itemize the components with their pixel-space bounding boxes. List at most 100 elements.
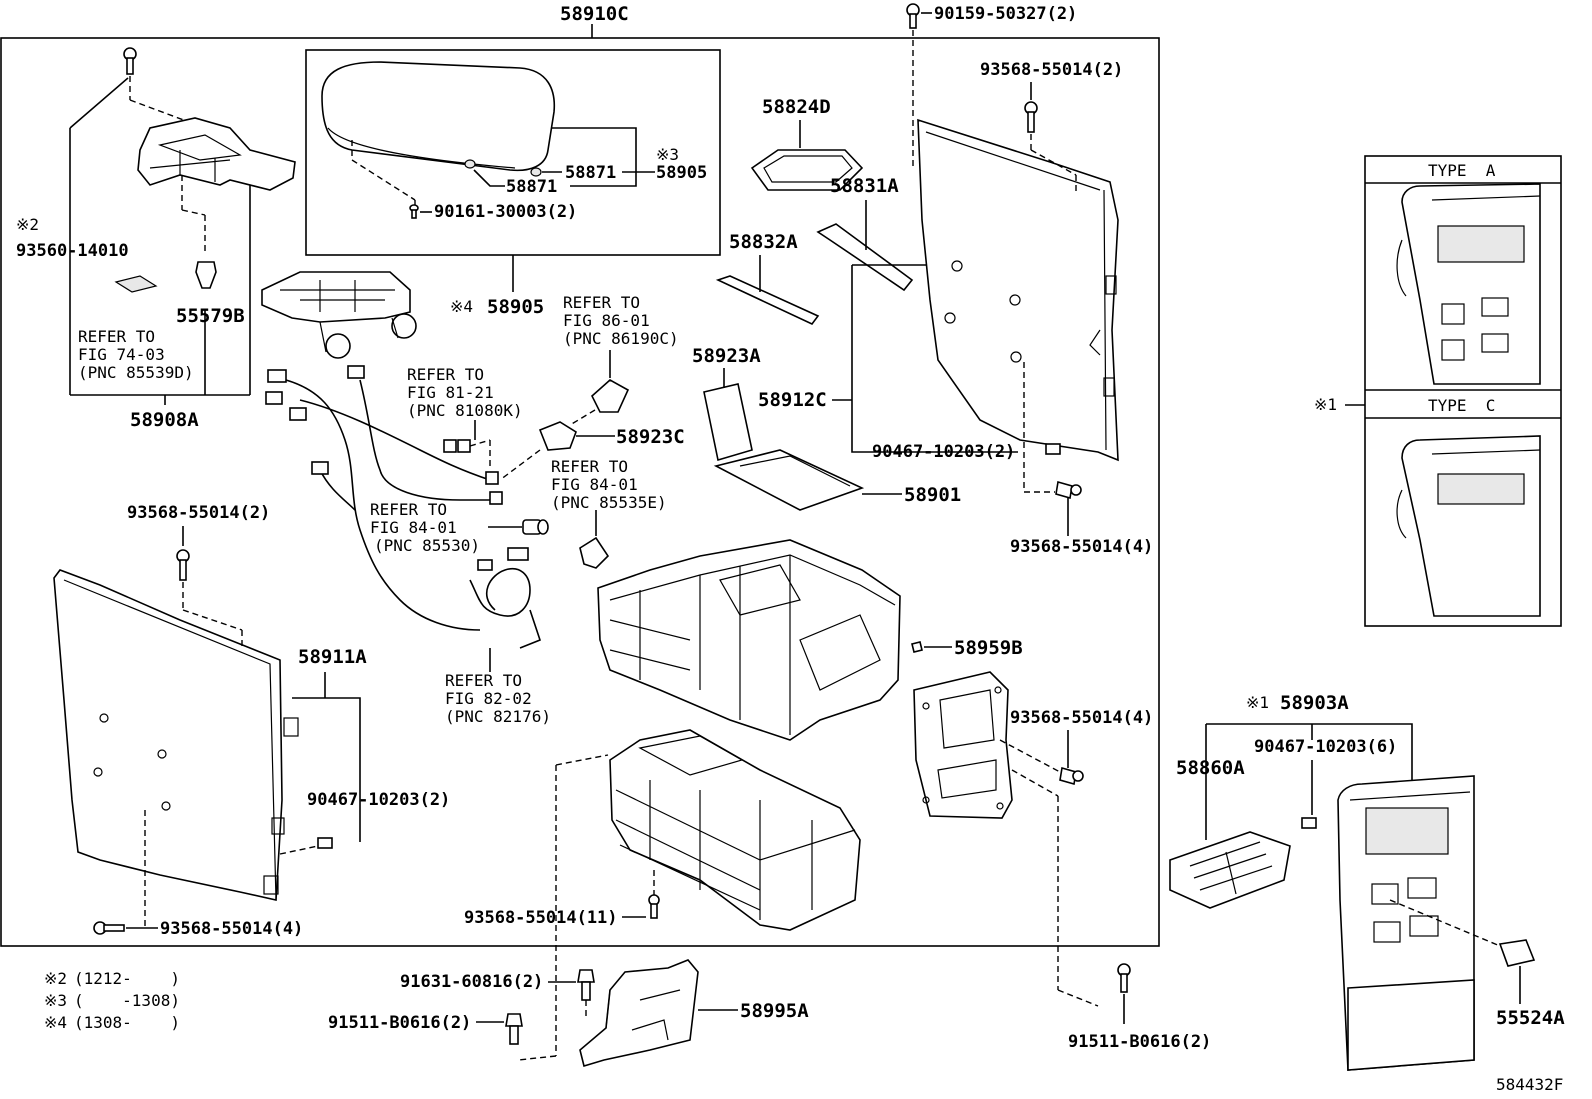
label-91511-B0616-left[interactable]: 91511-B0616(2) <box>328 1013 471 1033</box>
label-58995A[interactable]: 58995A <box>740 1000 809 1022</box>
clip-90467-rear-icon[interactable] <box>1301 817 1317 829</box>
refer-81080K-line2[interactable]: FIG 81-21 <box>407 383 494 402</box>
bolt-93568-bracket-icon[interactable] <box>1059 766 1084 786</box>
bracket-58908A[interactable] <box>137 117 296 191</box>
switch-base-assembly[interactable] <box>261 271 417 359</box>
socket-85530-icon[interactable] <box>522 519 549 535</box>
bracket-58995A[interactable] <box>579 959 699 1068</box>
label-58871-upper[interactable]: 58871 <box>565 163 616 183</box>
refer-82176-line2[interactable]: FIG 82-02 <box>445 689 532 708</box>
label-58832A[interactable]: 58832A <box>729 231 798 253</box>
connector-81080K-icon[interactable] <box>443 439 471 453</box>
clip-55579B-icon[interactable] <box>195 261 217 289</box>
label-93560-14010[interactable]: 93560-14010 <box>16 241 129 261</box>
rear-panel-type-a[interactable] <box>1396 183 1541 385</box>
clip-90467-right-icon[interactable] <box>1045 443 1061 455</box>
label-58871-lower[interactable]: 58871 <box>506 177 557 197</box>
refer-85539D-line2[interactable]: FIG 74-03 <box>78 345 165 364</box>
label-58911A[interactable]: 58911A <box>298 646 367 668</box>
label-58903A[interactable]: 58903A <box>1280 692 1349 714</box>
refer-81080K-line3[interactable]: (PNC 81080K) <box>407 401 523 420</box>
refer-82176-line1[interactable]: REFER TO <box>445 671 522 690</box>
label-93568-55014-bracket[interactable]: 93568-55014(4) <box>1010 708 1153 728</box>
label-58901[interactable]: 58901 <box>904 484 961 506</box>
label-91631-60816[interactable]: 91631-60816(2) <box>400 972 543 992</box>
pad-58871-lower-icon[interactable] <box>464 159 476 169</box>
label-93568-55014-left-top[interactable]: 93568-55014(2) <box>127 503 270 523</box>
label-58912C[interactable]: 58912C <box>758 389 827 411</box>
label-93568-55014-right-top[interactable]: 93568-55014(2) <box>980 60 1123 80</box>
panel-58912C[interactable] <box>917 118 1119 462</box>
label-93568-55014-left-bottom[interactable]: 93568-55014(4) <box>160 919 303 939</box>
lid-58901[interactable] <box>713 449 865 511</box>
note-2-text: (1212- ) <box>74 969 180 988</box>
switch-55524A-icon[interactable] <box>1498 939 1536 967</box>
refer-85535E-line3[interactable]: (PNC 85535E) <box>551 493 667 512</box>
refer-81080K-line1[interactable]: REFER TO <box>407 365 484 384</box>
label-58910C[interactable]: 58910C <box>560 3 629 25</box>
refer-85539D-line3[interactable]: (PNC 85539D) <box>78 363 194 382</box>
refer-82176-line3[interactable]: (PNC 82176) <box>445 707 551 726</box>
switch-86190C-icon[interactable] <box>591 379 630 413</box>
label-91511-B0616-right[interactable]: 91511-B0616(2) <box>1068 1032 1211 1052</box>
bolt-93560-icon[interactable] <box>123 47 137 75</box>
bracket-58923A[interactable] <box>703 383 753 462</box>
refer-86190C-line1[interactable]: REFER TO <box>563 293 640 312</box>
label-93568-55014-box[interactable]: 93568-55014(11) <box>464 908 618 928</box>
socket-85535E-icon[interactable] <box>579 536 610 569</box>
tray-58824D[interactable] <box>750 149 864 191</box>
refer-85530-line2[interactable]: FIG 84-01 <box>370 518 457 537</box>
bolt-90159-icon[interactable] <box>906 3 920 29</box>
label-58908A[interactable]: 58908A <box>130 409 199 431</box>
panel-58911A[interactable] <box>53 569 299 901</box>
strip-58832A[interactable] <box>715 275 820 326</box>
bolt-93568-left-bottom-icon[interactable] <box>93 921 125 935</box>
label-90159-50327[interactable]: 90159-50327(2) <box>934 4 1077 24</box>
label-90467-10203-left[interactable]: 90467-10203(2) <box>307 790 450 810</box>
refer-86190C-line2[interactable]: FIG 86-01 <box>563 311 650 330</box>
armrest-lid[interactable] <box>321 61 556 172</box>
bolt-93568-right-bottom-icon[interactable] <box>1055 480 1082 500</box>
label-58923C[interactable]: 58923C <box>616 426 685 448</box>
pin-58959B-icon[interactable] <box>911 641 923 653</box>
bolt-91511-right-icon[interactable] <box>1117 963 1131 993</box>
screw-90161-icon[interactable] <box>409 204 419 219</box>
label-58959B[interactable]: 58959B <box>954 637 1023 659</box>
bolt-91511-left-icon[interactable] <box>505 1013 523 1045</box>
label-58905-group[interactable]: 58905 <box>656 163 707 183</box>
label-58923A[interactable]: 58923A <box>692 345 761 367</box>
bracket-plate[interactable] <box>913 671 1013 819</box>
strip-58831A[interactable] <box>816 223 914 292</box>
label-58824D[interactable]: 58824D <box>762 96 831 118</box>
refer-85530-line1[interactable]: REFER TO <box>370 500 447 519</box>
type-c-label: TYPE C <box>1428 396 1495 415</box>
clip-90467-left-icon[interactable] <box>317 837 333 849</box>
console-box-lower[interactable] <box>609 729 861 931</box>
label-90161-30003[interactable]: 90161-30003(2) <box>434 202 577 222</box>
refer-85535E-line2[interactable]: FIG 84-01 <box>551 475 638 494</box>
label-90467-10203-rear[interactable]: 90467-10203(6) <box>1254 737 1397 757</box>
refer-85539D-line1[interactable]: REFER TO <box>78 327 155 346</box>
refer-85530-line3[interactable]: (PNC 85530) <box>374 536 480 555</box>
bolt-93568-right-top-icon[interactable] <box>1024 101 1038 133</box>
rear-panel-58903A[interactable] <box>1337 775 1475 1071</box>
rear-panel-type-c[interactable] <box>1396 435 1541 617</box>
bolt-91631-icon[interactable] <box>577 969 595 1001</box>
refer-85535E-line1[interactable]: REFER TO <box>551 457 628 476</box>
wire-harness[interactable] <box>265 365 500 631</box>
vent-58860A[interactable] <box>1169 831 1291 909</box>
label-58860A[interactable]: 58860A <box>1176 757 1245 779</box>
pad-58871-upper-icon[interactable] <box>530 167 542 177</box>
label-55579B[interactable]: 55579B <box>176 305 245 327</box>
bolt-93568-box-icon[interactable] <box>648 894 660 919</box>
console-box-upper[interactable] <box>597 539 901 741</box>
label-55524A[interactable]: 55524A <box>1496 1007 1565 1029</box>
label-93568-55014-right-bottom[interactable]: 93568-55014(4) <box>1010 537 1153 557</box>
bolt-93568-left-top-icon[interactable] <box>176 549 190 581</box>
refer-86190C-line3[interactable]: (PNC 86190C) <box>563 329 679 348</box>
wire-harness-82176[interactable] <box>469 547 541 649</box>
label-90467-10203-right[interactable]: 90467-10203(2) <box>872 442 1015 462</box>
switch-58923C-icon[interactable] <box>538 421 577 451</box>
label-58905-cover[interactable]: 58905 <box>487 296 544 318</box>
label-58831A[interactable]: 58831A <box>830 175 899 197</box>
